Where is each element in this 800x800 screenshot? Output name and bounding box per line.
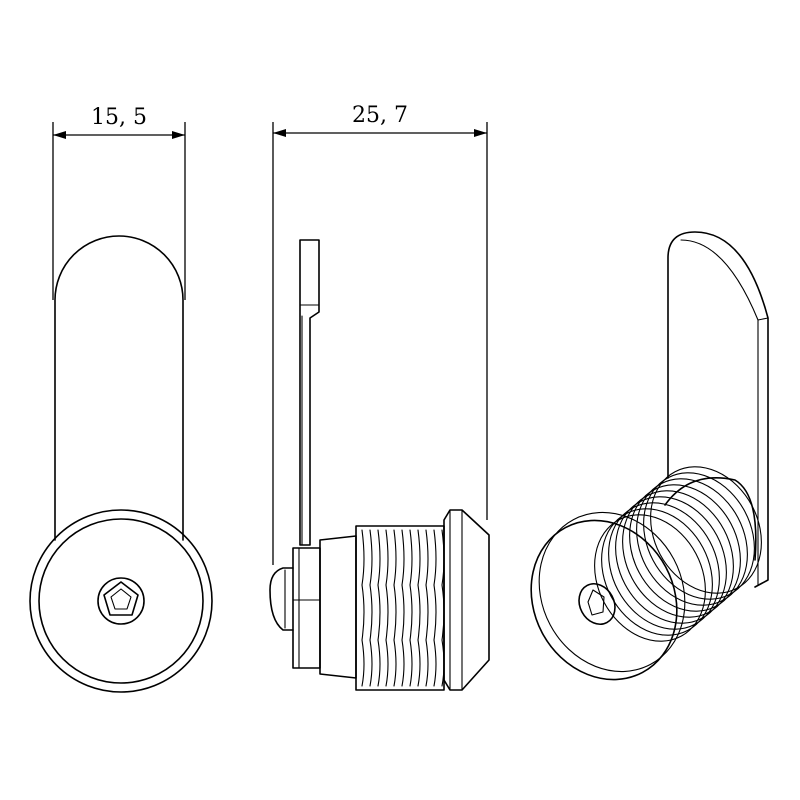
cam-arm: [54, 235, 184, 541]
thread-groove: [361, 529, 365, 687]
thread-groove: [433, 529, 437, 687]
arrow-right: [172, 131, 185, 139]
iso-flange-face: [530, 519, 678, 681]
arrow-left: [273, 129, 286, 137]
iso-cam-arm: [667, 231, 769, 588]
lock-face-inner: [38, 518, 204, 684]
lock-face-outer: [29, 509, 213, 693]
thread-groove: [401, 529, 405, 687]
thread-groove: [385, 529, 389, 687]
front-flange: [443, 509, 490, 691]
iso-thread-ring: [608, 502, 720, 630]
threaded-body: [355, 525, 445, 691]
arrow-left: [53, 131, 66, 139]
arrow-right: [474, 129, 487, 137]
iso-thread-rings: [594, 466, 762, 642]
pentagon-key-icon: [103, 581, 139, 616]
dimension-width-label: 15, 5: [91, 105, 147, 130]
iso-cam-edge: [680, 239, 769, 321]
iso-pentagon-key-icon: [587, 589, 605, 616]
iso-thread-ring: [622, 490, 734, 618]
cam-plate: [299, 239, 320, 546]
isometric-view: [530, 231, 769, 681]
iso-thread-ring: [615, 496, 727, 624]
dimension-length: 25, 7: [272, 103, 488, 565]
iso-key-hole: [578, 583, 616, 625]
key-socket: [97, 577, 145, 625]
screw-head: [269, 567, 294, 631]
thread-body-outline: [355, 525, 445, 691]
iso-thread-ring: [636, 478, 748, 606]
thread-groove: [377, 529, 381, 687]
iso-barrel-top: [664, 477, 757, 561]
thread-groove: [417, 529, 421, 687]
retaining-nut: [292, 547, 321, 669]
thread-groove: [369, 529, 373, 687]
thread-groove: [409, 529, 413, 687]
thread-groove: [393, 529, 397, 687]
iso-thread-ring: [601, 508, 713, 636]
pentagon-inner: [110, 588, 132, 610]
dimension-length-label: 25, 7: [352, 103, 408, 128]
iso-flange-rim: [538, 511, 686, 673]
side-view: [269, 239, 490, 691]
iso-thread-ring: [643, 472, 755, 600]
thread-groove: [425, 529, 429, 687]
front-view: [29, 235, 213, 693]
dimension-width: 15, 5: [52, 105, 186, 300]
collar: [319, 535, 357, 679]
